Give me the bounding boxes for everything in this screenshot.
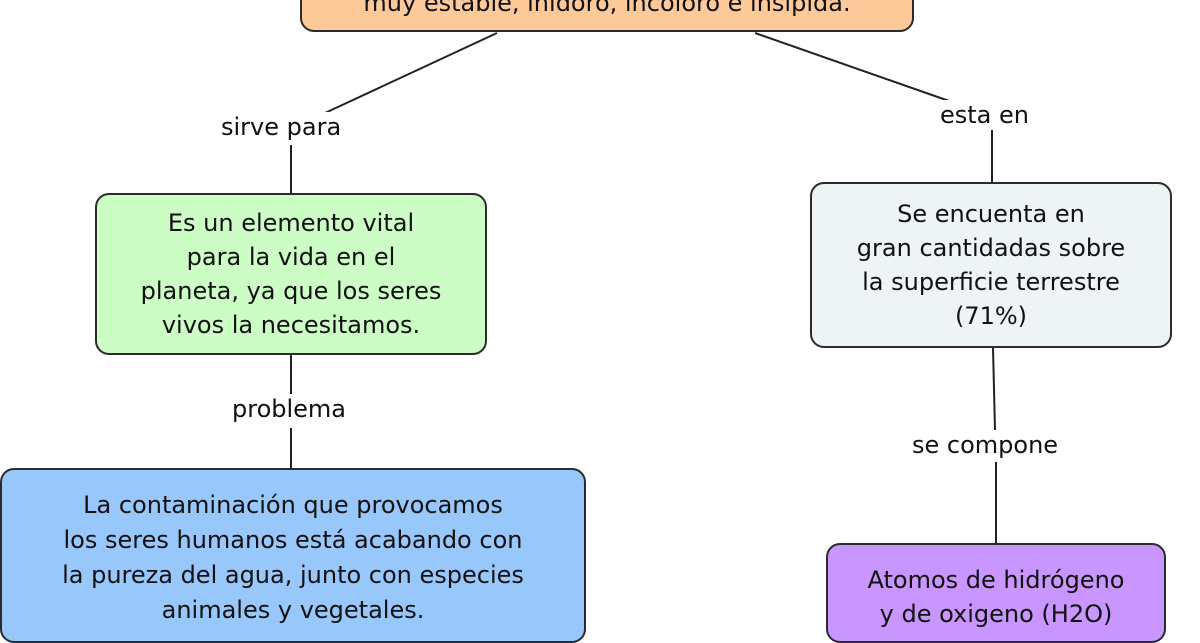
node-water-properties: muy estable, inidoro, incoloro e insípid…	[300, 0, 914, 32]
node-pollution-problem: La contaminación que provocamos los sere…	[0, 468, 586, 643]
link-label-problema: problema	[226, 394, 353, 424]
node-hydrogen-oxygen-atoms: Atomos de hidrógeno y de oxigeno (H2O)	[826, 543, 1166, 643]
node-vital-element: Es un elemento vital para la vida en el …	[95, 193, 487, 355]
connector-surface-to-compone	[992, 347, 996, 431]
connector-top-to-esta	[754, 32, 953, 103]
connector-lines	[290, 32, 997, 543]
node-earth-surface: Se encuenta en gran cantidadas sobre la …	[810, 182, 1172, 348]
link-label-se-compone: se compone	[906, 430, 1065, 460]
connector-top-to-sirve	[324, 32, 498, 114]
link-label-esta-en: esta en	[934, 100, 1035, 130]
link-label-sirve-para: sirve para	[215, 112, 348, 142]
